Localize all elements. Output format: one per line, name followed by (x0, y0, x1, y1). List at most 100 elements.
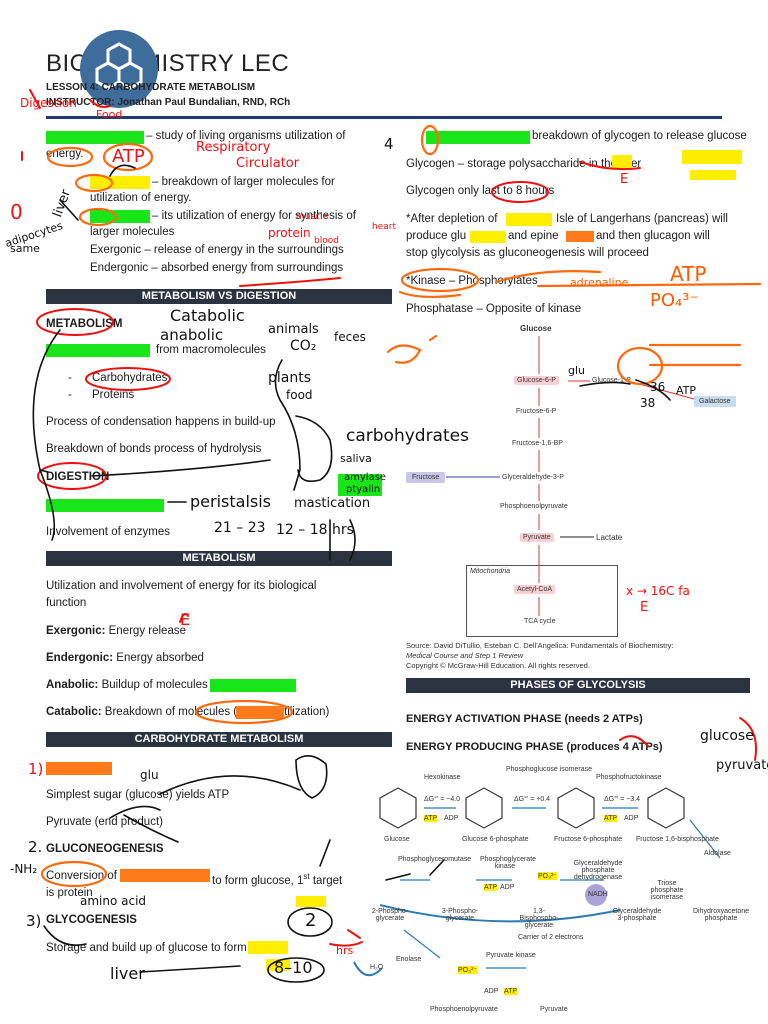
annot-carbohydrates: carbohydrates (346, 426, 469, 446)
d1-lactate: Lactate (596, 533, 623, 542)
endergonic-term: Endergonic: (46, 652, 114, 664)
annot-ptyalin: ptyalin (346, 484, 381, 495)
catabolic-row: Catabolic: Breakdown of molecules ( (46, 705, 237, 720)
glycogenolysis-line: breakdown of glycogen to release glucose (532, 130, 747, 142)
annot-38: 38 (640, 396, 656, 410)
d2-enzyme-gapdh: Glyceraldehyde phosphate dehydrogenase (573, 860, 623, 881)
annot-num-1: 1) (28, 760, 44, 778)
item-carbohydrates: Carbohydrates (92, 372, 168, 384)
d2-adp-3: ADP (500, 884, 515, 891)
annot-animals: animals (268, 322, 319, 337)
bullet-catabolism-cont: utilization of energy. (90, 192, 192, 204)
lesson-title: LESSON 4: CARBOHYDRATE METABOLISM (46, 82, 256, 93)
kinase-line: *Kinase – Phosphorylates (406, 275, 538, 287)
annot-glu: glu (140, 768, 159, 782)
d2-enzyme-pyruvate-kinase: Pyruvate kinase (486, 952, 536, 959)
annot-time-1: 21 – 23 (214, 520, 266, 536)
d1-pyruvate: Pyruvate (520, 533, 554, 542)
annot-digestion: Digestion (20, 96, 77, 110)
d1-phosphoenolpyruvate: Phosphoenolpyruvate (500, 503, 568, 510)
annot-mastication: mastication (294, 496, 371, 511)
d2-glyceraldehyde-3-phosphate: Glyceraldehyde 3-phosphate (612, 908, 662, 922)
storage-line: Storage and build up of glucose to form (46, 942, 247, 954)
d1-glyceraldehyde-3p: Glyceraldehyde-3-P (502, 474, 564, 481)
d2-adp-1: ADP (444, 815, 459, 822)
source-line-1: Source: David DiTullio, Esteban C. Dell'… (406, 641, 674, 650)
section-carbohydrate-metabolism: CARBOHYDRATE METABOLISM (46, 732, 392, 747)
d2-dg-3: ΔG°' = −3.4 (604, 796, 641, 803)
annot-num-3: 3) (26, 912, 42, 930)
annot-saliva: saliva (340, 452, 372, 465)
annot-food-2: food (286, 388, 313, 402)
d2-dg-2: ΔG°' = +0.4 (514, 796, 551, 803)
d2-enzyme-hexokinase: Hexokinase (424, 774, 461, 781)
stop-glycolysis: stop glycolysis as gluconeogenesis will … (406, 247, 649, 259)
header-divider (46, 116, 722, 119)
highlight-energy (46, 344, 150, 357)
source-line-3: Copyright © McGraw-Hill Education. All r… (406, 661, 590, 670)
phosphatase-line: Phosphatase – Opposite of kinase (406, 303, 582, 315)
highlight-right-2 (690, 170, 736, 180)
annot-catabolic: Catabolic (170, 306, 245, 325)
glycogen-hours: Glycogen only last to 8 hours (406, 185, 555, 197)
highlight-glycogen-3 (266, 959, 290, 971)
conversion-b-row: to form glucose, 1st target (212, 869, 342, 889)
highlight-catabolism (90, 176, 150, 189)
after-depletion-b: Isle of Langerhans (pancreas) will (556, 213, 728, 225)
annot-nh2: -NH₂ (10, 862, 38, 876)
glycogenesis-heading: GLYCOGENESIS (46, 914, 137, 926)
annot-respiratory: Respiratory (196, 140, 271, 155)
produce-a: produce glu (406, 230, 467, 242)
d2-atp-4: ATP (504, 988, 518, 995)
d2-enzyme-pfk: Phosphofructokinase (596, 774, 662, 781)
phase-activation: ENERGY ACTIVATION PHASE (needs 2 ATPs) (406, 713, 643, 725)
annot-adrenaline: adrenaline (570, 276, 629, 289)
highlight-bioenergetics (46, 131, 144, 144)
d1-galactose: Galactose (694, 396, 736, 407)
annot-protein: protein (268, 226, 311, 240)
annot-time-2: 12 – 18 hrs (276, 522, 354, 538)
highlight-glucose (506, 213, 552, 226)
gluconeogenesis-heading: GLUCONEOGENESIS (46, 843, 164, 855)
annot-pyruvate-right: pyruvate (716, 758, 768, 773)
app-logo (80, 30, 158, 108)
conversion-line: Conversion of (46, 869, 117, 884)
annot-formula: x → 16C fa (626, 584, 690, 598)
annot-anabolic: anabolic (160, 326, 224, 344)
catabolic-def: Breakdown of molecules ( (104, 706, 238, 718)
section-metabolism: METABOLISM (46, 551, 392, 566)
highlight-mechanical (46, 499, 164, 512)
conversion-sup: st (303, 872, 310, 881)
section-phases-of-glycolysis: PHASES OF GLYCOLYSIS (406, 678, 750, 693)
highlight-noncarb (120, 869, 210, 882)
annot-num-2: 2. (28, 838, 43, 856)
d1-tca-cycle: TCA cycle (524, 618, 556, 625)
annot-zero: 0 (10, 200, 23, 224)
catabolic-term: Catabolic: (46, 706, 102, 718)
bullet-catabolism: – breakdown of larger molecules for (152, 176, 335, 188)
d2-nadh: NADH (588, 891, 608, 898)
d2-enzyme-aldolase: Aldolase (704, 850, 731, 857)
d2-h2o: H₂O (370, 964, 384, 971)
annot-36: 36 (650, 380, 666, 394)
annot-e-1: E (180, 610, 191, 629)
highlight-catabolic (236, 706, 284, 719)
macromolecules-line: from macromolecules (156, 344, 266, 356)
highlight-anabolism (90, 210, 150, 223)
catabolic-end: tilization) (284, 706, 330, 718)
anabolic-def: Buildup of molecules ( (101, 679, 215, 691)
anabolic-row: Anabolic: Buildup of molecules ( (46, 678, 215, 693)
d2-enzyme-enolase: Enolase (396, 956, 422, 963)
annot-glucose-right: glucose (700, 728, 754, 744)
annot-co2: CO₂ (290, 338, 317, 354)
d2-carrier: Carrier of 2 electrons (518, 934, 584, 941)
d2-glucose: Glucose (384, 836, 410, 843)
exergonic-row: Exergonic: Energy release (46, 624, 186, 639)
d2-enzyme-pgi: Phosphoglucose isomerase (506, 766, 592, 773)
annot-atp-2: ATP (670, 262, 707, 286)
conversion-a: Conversion of (46, 870, 117, 882)
d2-phosphoenolpyruvate: Phosphoenolpyruvate (430, 1006, 498, 1013)
highlight-epinephrine (566, 231, 594, 242)
section-metabolism-vs-digestion: METABOLISM VS DIGESTION (46, 289, 392, 304)
